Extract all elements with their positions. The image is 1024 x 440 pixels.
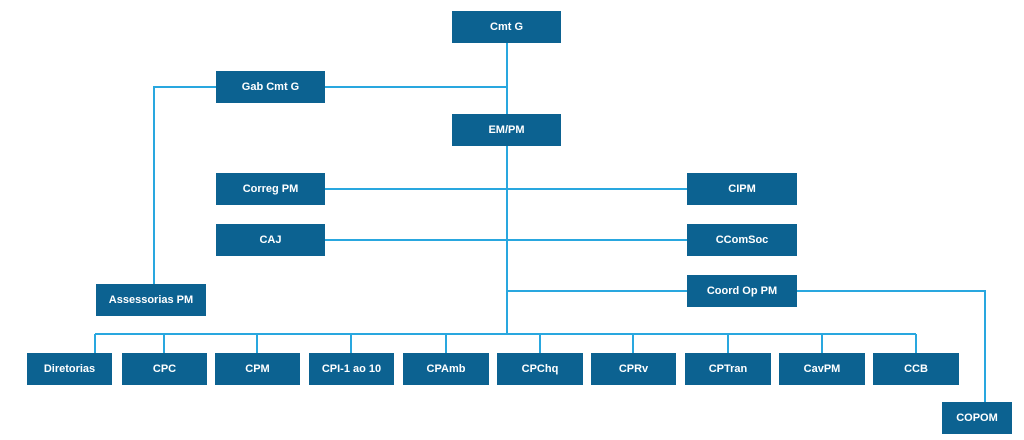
node-correg-pm[interactable]: Correg PM — [216, 173, 325, 205]
node-ccb[interactable]: CCB — [873, 353, 959, 385]
node-cpi[interactable]: CPI-1 ao 10 — [309, 353, 394, 385]
node-cipm[interactable]: CIPM — [687, 173, 797, 205]
node-diretorias[interactable]: Diretorias — [27, 353, 112, 385]
assessorias-connector — [153, 86, 216, 284]
copom-connector — [797, 290, 986, 402]
node-cpamb[interactable]: CPAmb — [403, 353, 489, 385]
node-cptran[interactable]: CPTran — [685, 353, 771, 385]
node-cprv[interactable]: CPRv — [591, 353, 676, 385]
node-cmt-g[interactable]: Cmt G — [452, 11, 561, 43]
node-cpchq[interactable]: CPChq — [497, 353, 583, 385]
node-ccomsoc[interactable]: CComSoc — [687, 224, 797, 256]
node-cpc[interactable]: CPC — [122, 353, 207, 385]
node-cavpm[interactable]: CavPM — [779, 353, 865, 385]
node-em-pm[interactable]: EM/PM — [452, 114, 561, 146]
node-assessorias-pm[interactable]: Assessorias PM — [96, 284, 206, 316]
node-coord-op-pm[interactable]: Coord Op PM — [687, 275, 797, 307]
node-copom[interactable]: COPOM — [942, 402, 1012, 434]
node-cpm[interactable]: CPM — [215, 353, 300, 385]
node-caj[interactable]: CAJ — [216, 224, 325, 256]
node-gab-cmt-g[interactable]: Gab Cmt G — [216, 71, 325, 103]
